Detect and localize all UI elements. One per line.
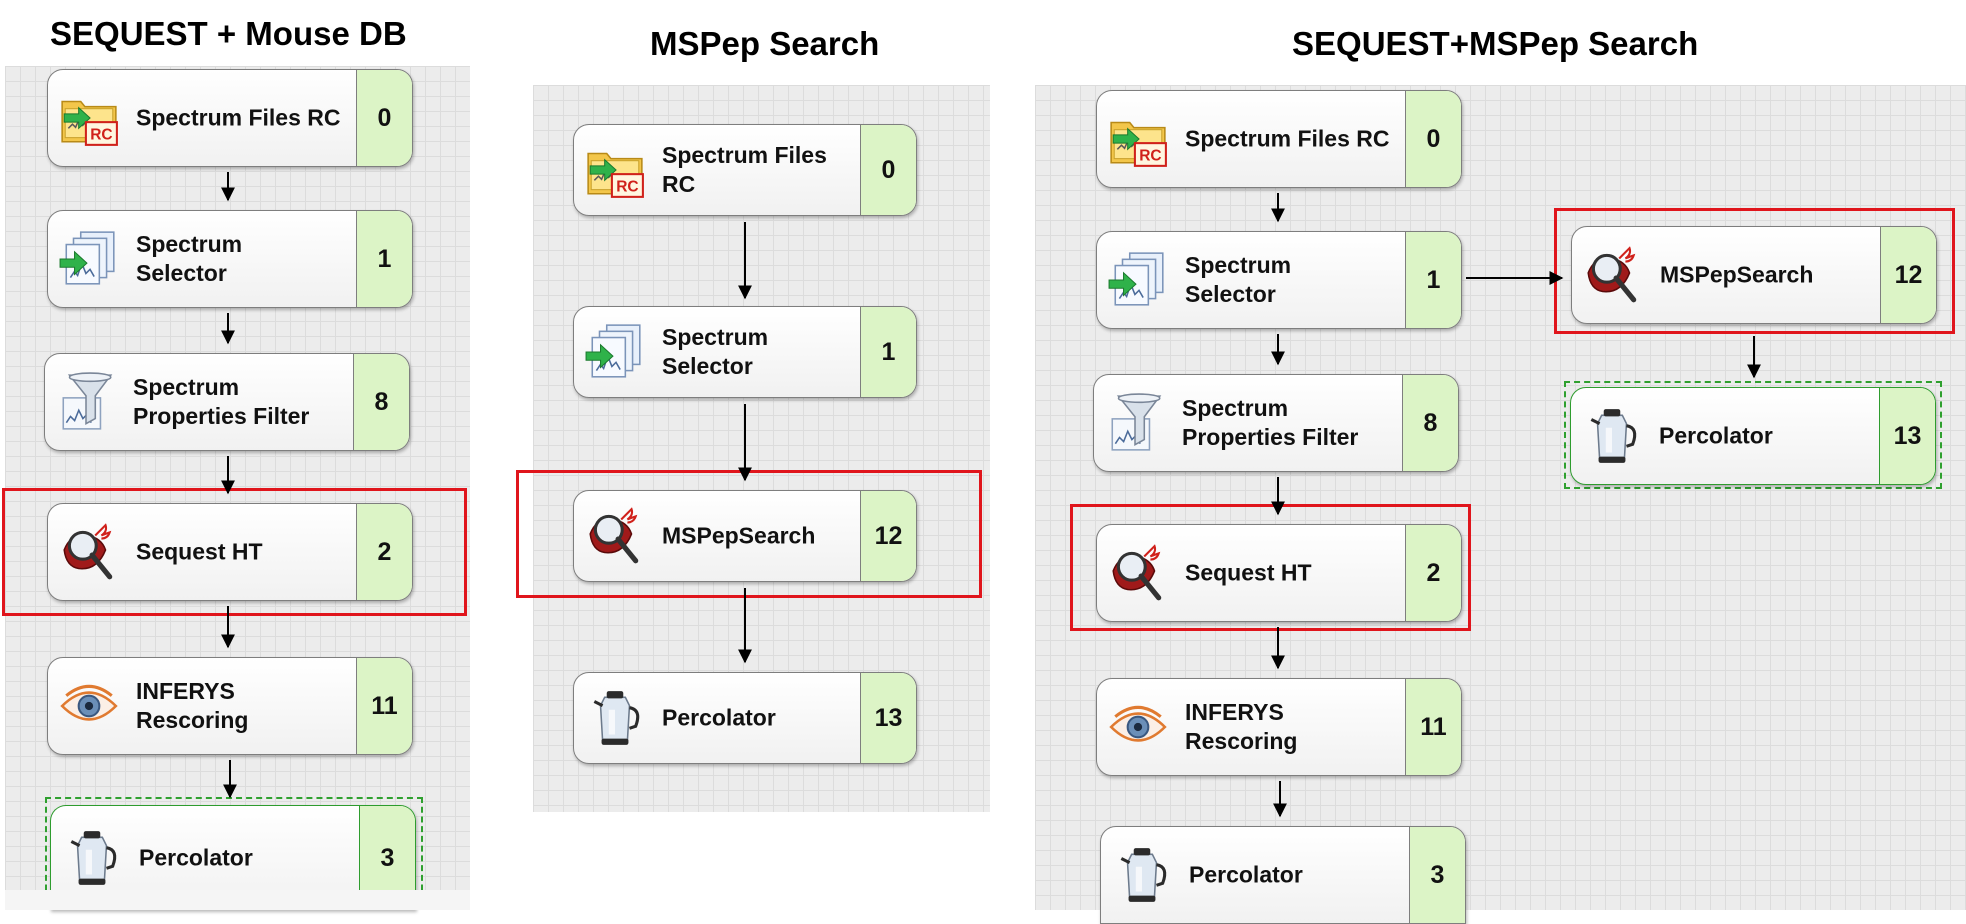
node-label: Sequest HT bbox=[136, 538, 263, 565]
node-label: Percolator bbox=[662, 704, 776, 731]
selected-node-outline bbox=[1564, 381, 1942, 489]
node-spectrum-files-rc[interactable]: Spectrum Files RC 0 bbox=[47, 69, 413, 167]
node-percolator[interactable]: Percolator 3 bbox=[1100, 826, 1466, 924]
node-number-badge: 1 bbox=[356, 211, 412, 307]
node-label: Percolator bbox=[1659, 422, 1773, 449]
node-number-badge: 2 bbox=[356, 504, 412, 600]
node-label: MSPepSearch bbox=[1660, 261, 1814, 288]
highlight-box-sequest-ht bbox=[1070, 504, 1471, 631]
panel-title-mspep-search: MSPep Search bbox=[650, 25, 880, 62]
node-number-badge: 1 bbox=[860, 307, 916, 397]
node-sequest-ht[interactable]: Sequest HT 2 bbox=[47, 503, 413, 601]
node-number-badge: 13 bbox=[1879, 388, 1935, 484]
node-number-badge: 3 bbox=[1409, 827, 1465, 923]
node-number-badge: 2 bbox=[1405, 525, 1461, 621]
panel-title-sequest-mspep-search: SEQUEST+MSPep Search bbox=[1292, 25, 1699, 62]
node-number-badge: 12 bbox=[860, 491, 916, 581]
node-number-badge: 8 bbox=[353, 354, 409, 450]
node-label: MSPepSearch bbox=[662, 522, 816, 549]
node-number-badge: 11 bbox=[356, 658, 412, 754]
node-label: Spectrum Files RC bbox=[136, 104, 341, 131]
node-number-badge: 0 bbox=[1405, 91, 1461, 187]
panel-title-sequest-mouse-db: SEQUEST + Mouse DB bbox=[50, 15, 407, 52]
scrollbar-strip[interactable] bbox=[5, 890, 470, 910]
node-label: Percolator bbox=[139, 844, 253, 871]
node-label: Percolator bbox=[1189, 861, 1303, 888]
node-number-badge: 11 bbox=[1405, 679, 1461, 775]
node-percolator[interactable]: Percolator 13 bbox=[573, 672, 917, 764]
node-label: Sequest HT bbox=[1185, 559, 1312, 586]
workflow-canvas-sequest-mspep-search[interactable] bbox=[1035, 85, 1966, 910]
node-percolator-13[interactable]: Percolator 13 bbox=[1570, 387, 1936, 485]
node-number-badge: 8 bbox=[1402, 375, 1458, 471]
node-mspepsearch[interactable]: MSPepSearch 12 bbox=[1571, 226, 1937, 324]
node-number-badge: 12 bbox=[1880, 227, 1936, 323]
node-number-badge: 13 bbox=[860, 673, 916, 763]
node-number-badge: 1 bbox=[1405, 232, 1461, 328]
node-number-badge: 0 bbox=[356, 70, 412, 166]
node-mspepsearch[interactable]: MSPepSearch 12 bbox=[573, 490, 917, 582]
node-number-badge: 0 bbox=[860, 125, 916, 215]
node-label: Spectrum Files RC bbox=[1185, 125, 1390, 152]
node-spectrum-files-rc[interactable]: Spectrum Files RC 0 bbox=[1096, 90, 1462, 188]
node-sequest-ht[interactable]: Sequest HT 2 bbox=[1096, 524, 1462, 622]
